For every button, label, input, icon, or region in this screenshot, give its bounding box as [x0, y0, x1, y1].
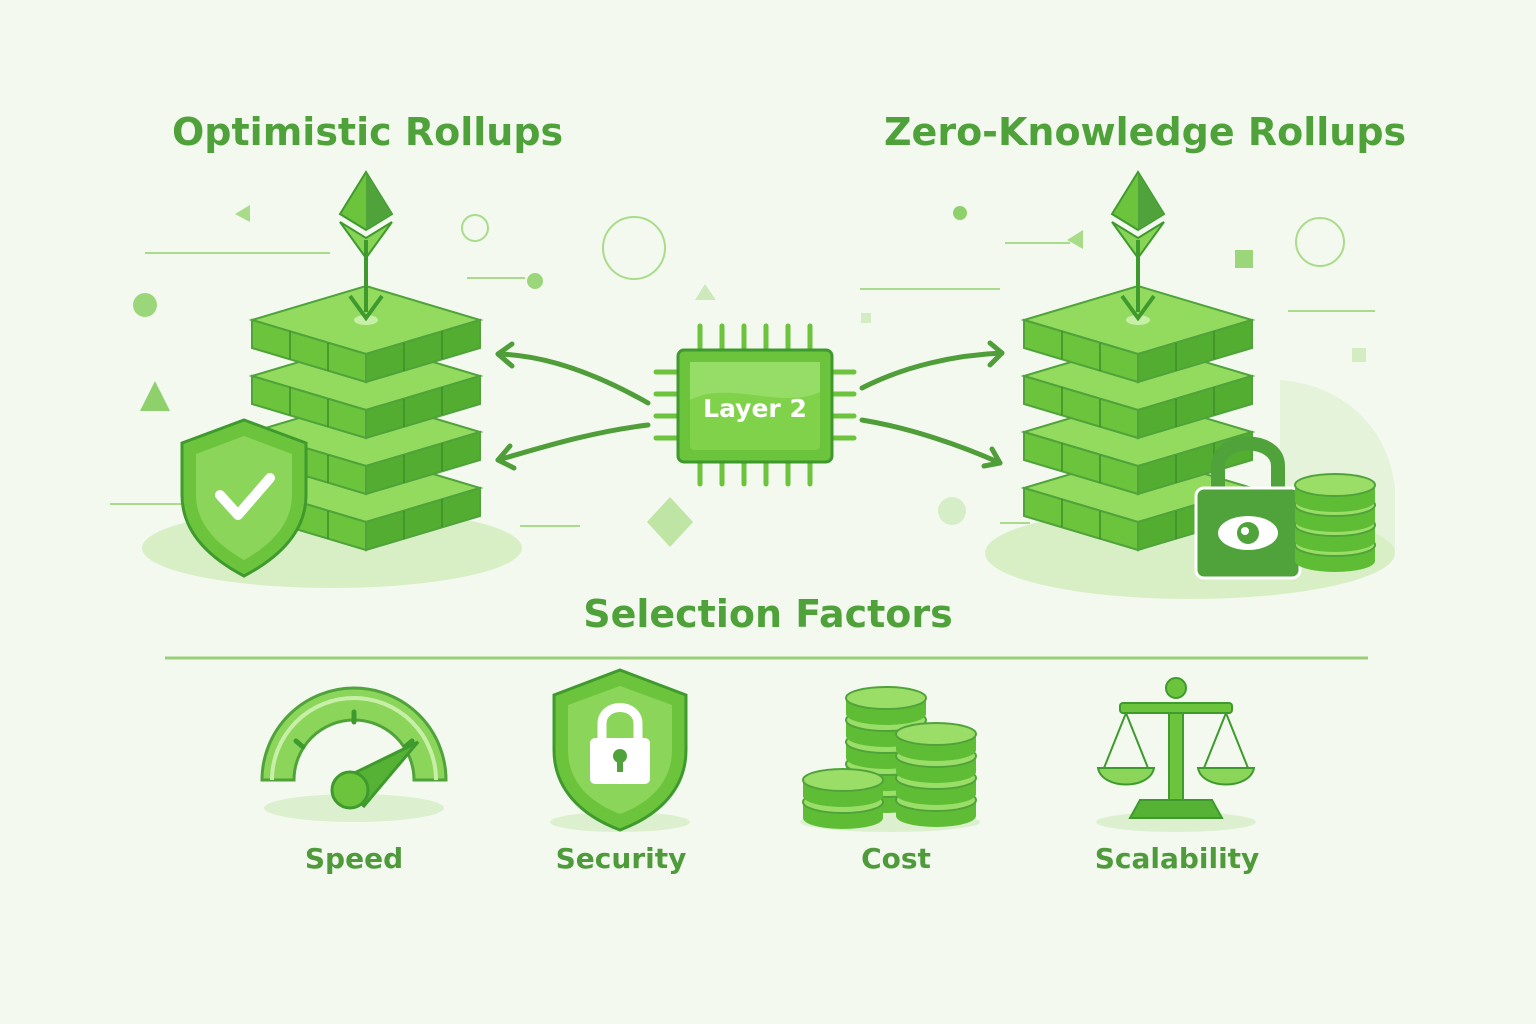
zero-knowledge-rollups-title: Zero-Knowledge Rollups	[884, 110, 1407, 154]
shield-lock-icon	[550, 668, 690, 832]
layer2-chip	[653, 323, 857, 487]
balance-scale-icon	[1096, 677, 1256, 832]
flow-arrows	[495, 340, 1005, 471]
factor-label-scalability: Scalability	[1094, 842, 1260, 875]
factor-label-security: Security	[555, 842, 687, 875]
layer2-label: Layer 2	[703, 394, 807, 423]
factor-label-cost: Cost	[861, 842, 931, 875]
privacy-lock-icon	[1194, 436, 1302, 580]
selection-factors-title: Selection Factors	[583, 592, 953, 636]
coin-stack-small-icon	[1294, 473, 1376, 573]
coin-stack-icon	[800, 686, 980, 832]
optimistic-rollups-title: Optimistic Rollups	[172, 110, 564, 154]
speedometer-icon	[260, 686, 448, 822]
factor-label-speed: Speed	[304, 842, 404, 875]
check-shield-icon	[180, 418, 308, 578]
background-decorations	[110, 214, 1375, 527]
